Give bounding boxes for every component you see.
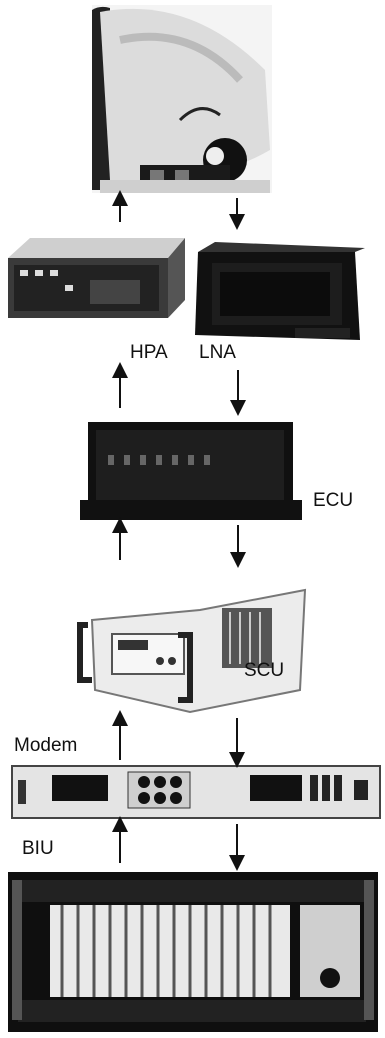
ecu-label: ECU (313, 490, 353, 512)
biu-rack-photo (8, 872, 378, 1032)
lna-unit-photo (195, 242, 365, 340)
hpa-unit-photo (8, 238, 185, 318)
biu-label: BIU (22, 838, 54, 860)
scu-unit-photo (80, 590, 305, 712)
modem-unit-photo (12, 766, 380, 818)
antenna-dish-photo (92, 5, 272, 193)
hpa-label: HPA (130, 342, 168, 364)
lna-label: LNA (199, 342, 236, 364)
scu-label: SCU (244, 660, 284, 682)
ecu-unit-photo (80, 422, 302, 520)
modem-label: Modem (14, 735, 77, 757)
